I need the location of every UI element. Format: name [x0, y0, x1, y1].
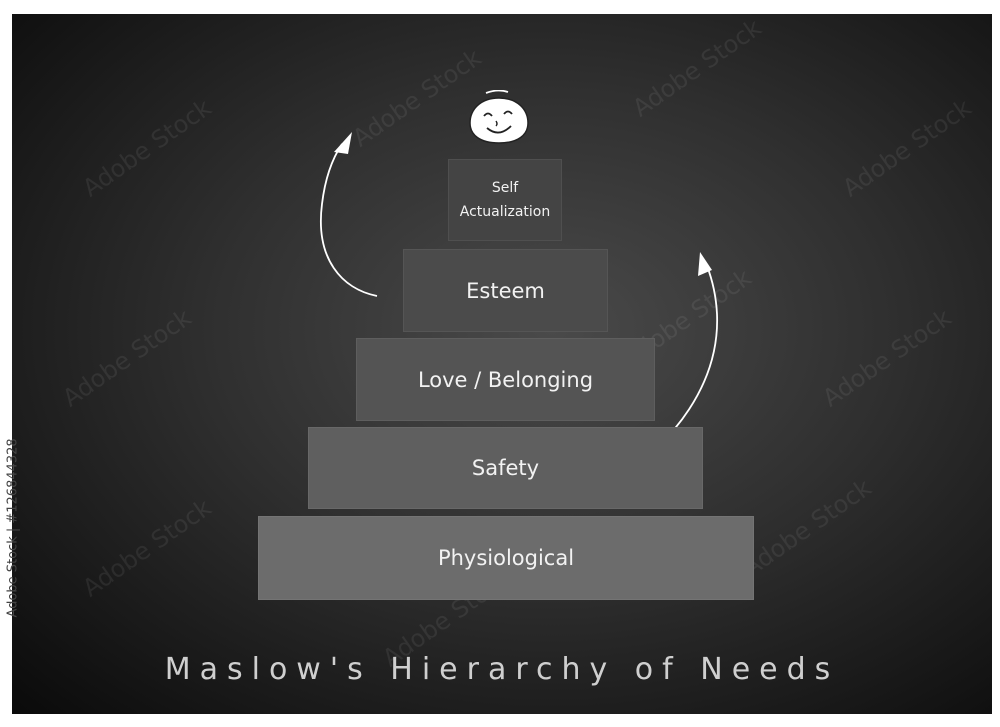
- tier-physiological: Physiological: [258, 516, 754, 600]
- tier-label-line2: Actualization: [459, 204, 551, 220]
- tier-label: Esteem: [466, 278, 545, 303]
- tier-love-belonging: Love / Belonging: [356, 338, 655, 421]
- tier-label: Safety: [471, 456, 540, 480]
- chalkboard: Adobe Stock Adobe Stock Adobe Stock Adob…: [12, 14, 992, 714]
- smiley-face-icon: [469, 90, 529, 144]
- arrow-up-left-icon: [320, 132, 378, 297]
- tier-label: Love / Belonging: [417, 367, 594, 392]
- tier-self-actualization: Self Actualization: [448, 159, 562, 241]
- tier-safety: Safety: [308, 427, 703, 509]
- tier-label: Physiological: [437, 546, 575, 570]
- stock-id-label: Adobe Stock | #126844328: [5, 438, 21, 618]
- diagram-title: Maslow's Hierarchy of Needs: [164, 652, 840, 687]
- tier-label-line1: Self: [491, 180, 519, 196]
- tier-esteem: Esteem: [403, 249, 608, 332]
